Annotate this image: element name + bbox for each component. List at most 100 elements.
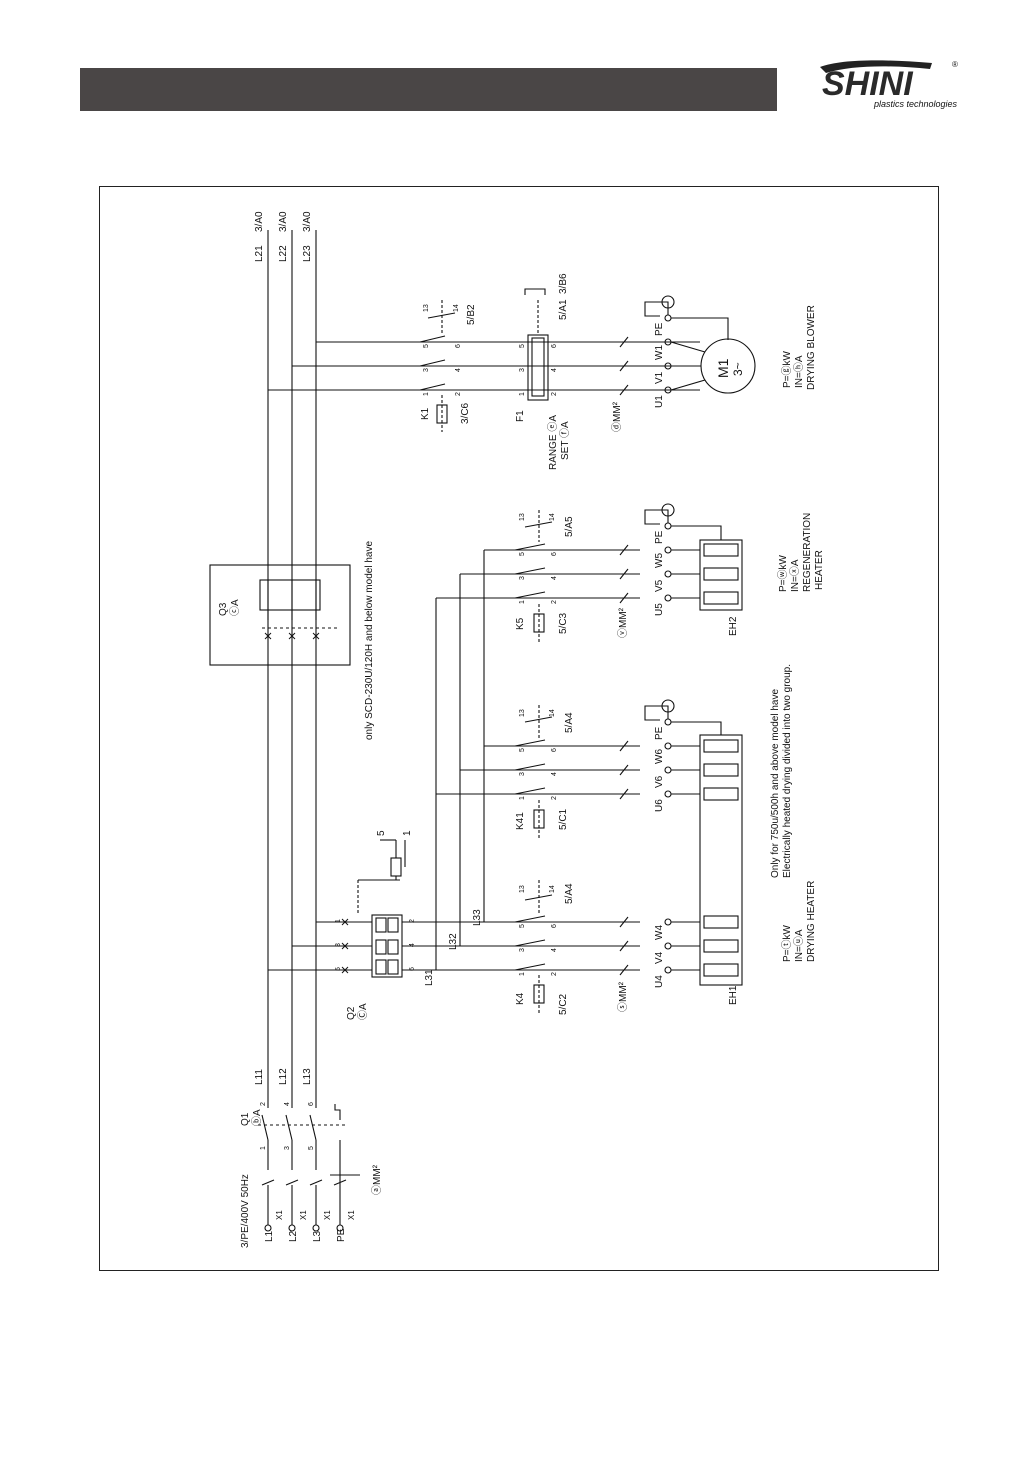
k5-contact-2: 2	[551, 600, 558, 604]
f1-contact-1: 1	[519, 392, 526, 396]
x1-l2: X1	[299, 1210, 308, 1220]
k41-contact-5: 5	[519, 748, 526, 752]
f1-contact-6: 6	[551, 344, 558, 348]
k4-contact-5: 5	[519, 924, 526, 928]
k4-contact-2: 2	[551, 972, 558, 976]
terminal-l2: L2	[288, 1230, 299, 1242]
line-l23: L23	[302, 245, 313, 262]
q1-contact-5: 5	[308, 1146, 315, 1150]
line-l22: L22	[278, 245, 289, 262]
terminal-pe-5: PE	[654, 530, 665, 544]
line-l13: L13	[302, 1068, 313, 1085]
ref-top-2: 3/A0	[278, 211, 289, 232]
k5-aux-13: 13	[519, 513, 526, 521]
k5-contact-4: 4	[551, 576, 558, 580]
heater-eh2: EH2	[728, 616, 739, 636]
terminal-pe-1: PE	[654, 322, 665, 336]
q2-contact-1: 1	[335, 919, 342, 923]
k5-contact-3: 3	[519, 576, 526, 580]
k4-ref: 5/C2	[558, 993, 569, 1015]
regen-power: P=ⓦkW	[777, 554, 789, 592]
q2-contact-2: 2	[409, 919, 416, 923]
k4-contact-3: 3	[519, 948, 526, 952]
k41-aux: 5/A4	[564, 712, 575, 733]
line-l11: L11	[254, 1069, 265, 1085]
k41-ref: 5/C1	[558, 808, 569, 830]
k4-aux-13: 13	[519, 885, 526, 893]
terminal-w6: W6	[654, 749, 665, 764]
k1-name: K1	[420, 407, 431, 420]
terminal-u5: U5	[654, 603, 665, 616]
k5-contact-5: 5	[519, 552, 526, 556]
terminal-l1: L1	[264, 1230, 275, 1242]
k5-name: K5	[515, 617, 526, 630]
regen-current: IN=ⓧA	[789, 559, 801, 592]
q2-rating: ⒸA	[357, 1003, 369, 1020]
k5-aux-14: 14	[549, 513, 556, 521]
k41-contact-2: 2	[551, 796, 558, 800]
k4-aux-14: 14	[549, 885, 556, 893]
q3-note: only SCD-230U/120H and below model have	[364, 541, 375, 740]
k1-contact-4: 4	[455, 368, 462, 372]
terminal-v6: V6	[654, 775, 665, 788]
k1-contact-1: 1	[423, 392, 430, 396]
f1-contact-3: 3	[519, 368, 526, 372]
motor-3-phase: 3~	[731, 362, 745, 376]
motor-m1: M1	[715, 358, 731, 378]
f1-ref: 5/A1	[558, 299, 569, 320]
k4-name: K4	[515, 992, 526, 1005]
drying-wire-size: ⓢMM²	[617, 981, 629, 1012]
k1-contact-3: 3	[423, 368, 430, 372]
blower-current: IN=ⓗA	[793, 355, 805, 388]
supply-wire-size: ⓐMM²	[371, 1164, 383, 1195]
q1-contact-1: 1	[260, 1146, 267, 1150]
terminal-pe: PE	[336, 1228, 347, 1242]
k4-contact-1: 1	[519, 972, 526, 976]
k1-aux-14: 14	[453, 304, 460, 312]
shini-logo: SHINI plastics technologies ®	[820, 60, 958, 109]
regen-title-2: HEATER	[814, 550, 825, 590]
q1-rating: ⓑA	[251, 1109, 263, 1126]
k41-contact-3: 3	[519, 772, 526, 776]
terminal-l3: L3	[312, 1230, 323, 1242]
q2-aux-5: 5	[376, 830, 387, 836]
terminal-u4: U4	[654, 975, 665, 988]
k5-aux: 5/A5	[564, 516, 575, 537]
terminal-w4: W4	[654, 925, 665, 940]
q3-rating: ⓒA	[229, 599, 241, 616]
k41-contact-6: 6	[551, 748, 558, 752]
terminal-u6: U6	[654, 799, 665, 812]
drying-title: DRYING HEATER	[806, 881, 817, 962]
x1-pe: X1	[347, 1210, 356, 1220]
k1-contact-6: 6	[455, 344, 462, 348]
k5-contact-6: 6	[551, 552, 558, 556]
q2-contact-5: 5	[335, 967, 342, 971]
q2-contact-4: 4	[409, 943, 416, 947]
x1-l1: X1	[275, 1210, 284, 1220]
terminal-u1: U1	[654, 395, 665, 408]
q2-aux-1: 1	[402, 830, 413, 836]
terminal-w1: W1	[654, 345, 665, 360]
k41-aux-14: 14	[549, 709, 556, 717]
f1-contact-2: 2	[551, 392, 558, 396]
k1-contact-5: 5	[423, 344, 430, 348]
line-l12: L12	[278, 1068, 289, 1085]
registered-mark: ®	[952, 60, 958, 69]
line-l32: L32	[448, 933, 459, 950]
q3-name: Q3	[218, 602, 229, 616]
line-l33: L33	[472, 909, 483, 926]
drying-current: IN=ⓤA	[793, 929, 805, 962]
line-l31: L31	[424, 969, 435, 986]
k1-ref: 3/C6	[460, 402, 471, 424]
f1-contact-4: 4	[551, 368, 558, 372]
q1-contact-3: 3	[284, 1146, 291, 1150]
group2-note-1: Only for 750u/500h and above model have	[770, 689, 781, 878]
blower-power: P=ⓖkW	[781, 350, 793, 388]
k1-contact-2: 2	[455, 392, 462, 396]
k1-aux-13: 13	[423, 304, 430, 312]
terminal-v4: V4	[654, 951, 665, 964]
q1-contact-4: 4	[284, 1102, 291, 1106]
regen-wire-size: ⓥMM²	[617, 607, 629, 638]
blower-title: DRYING BLOWER	[806, 305, 817, 390]
